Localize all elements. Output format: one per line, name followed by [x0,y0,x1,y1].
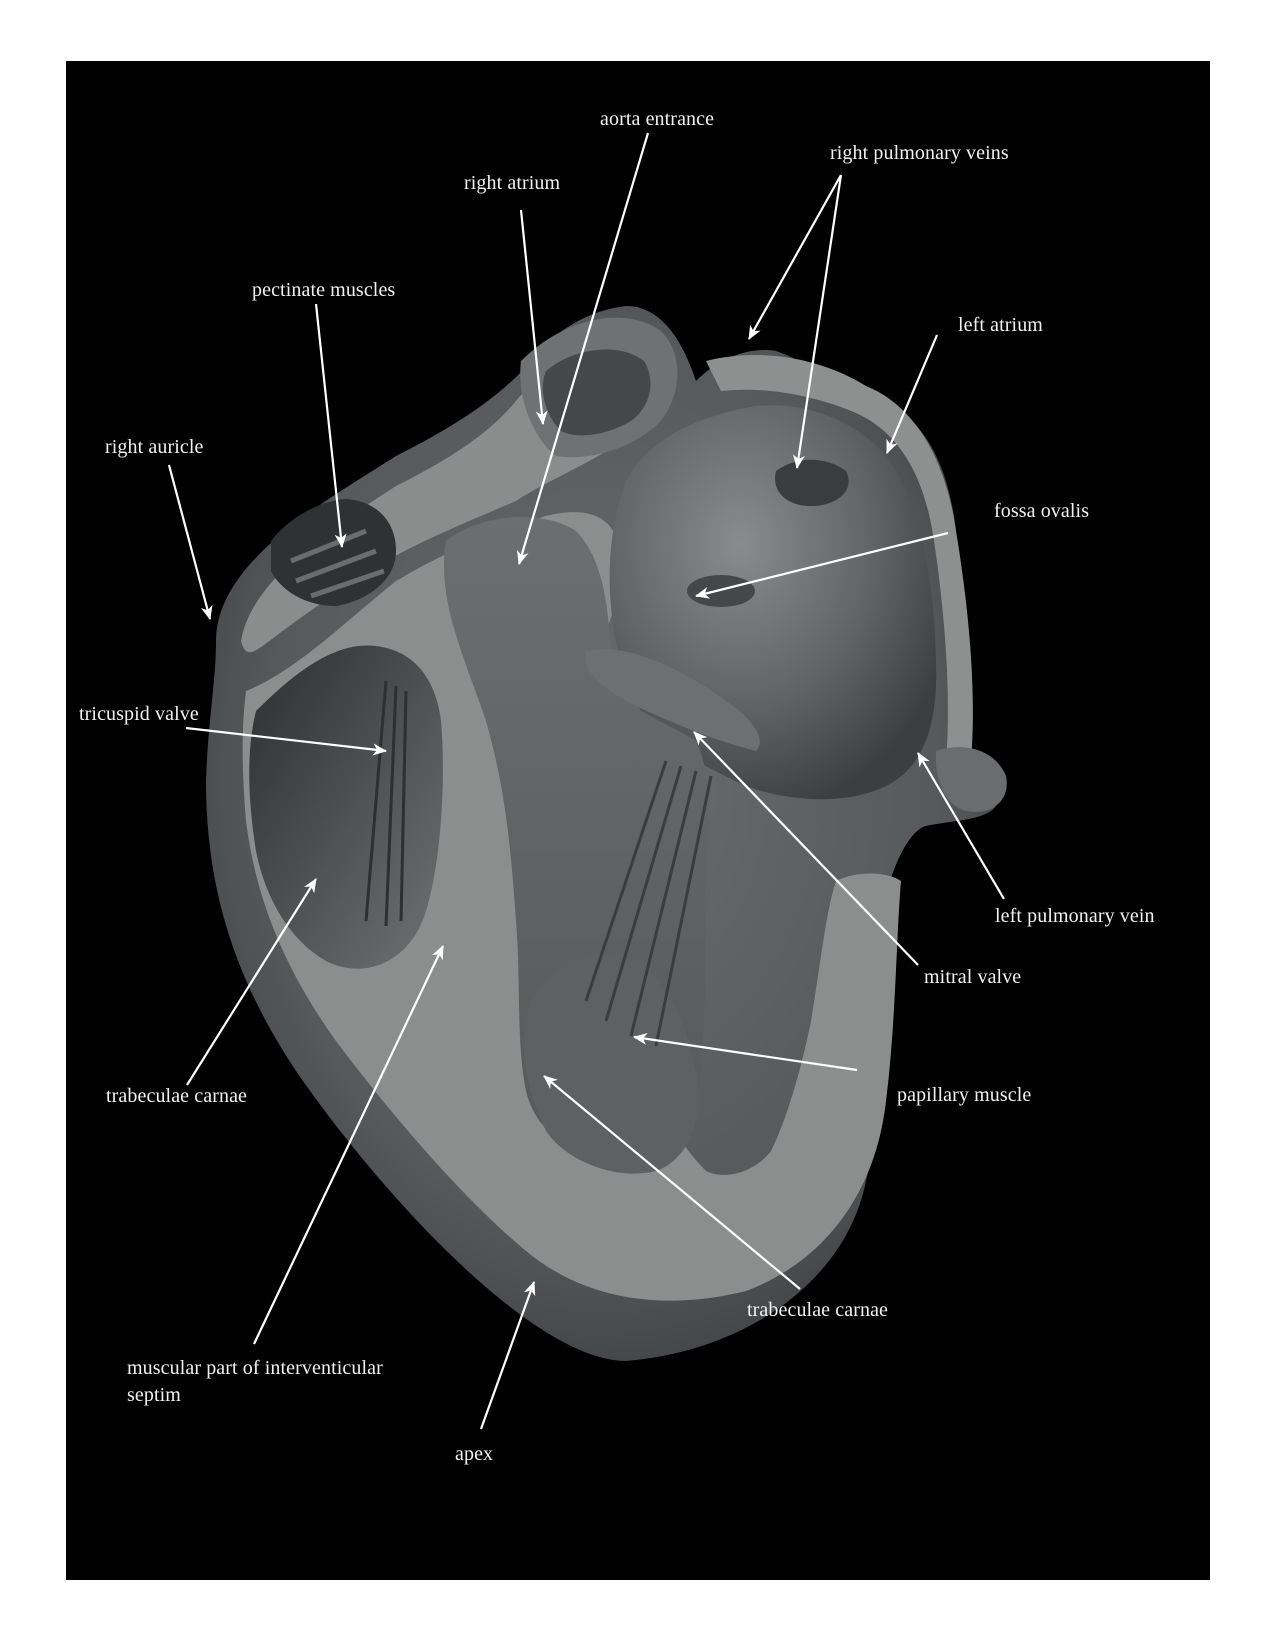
label-apex: apex [455,1443,494,1465]
label-right-atrium: right atrium [464,172,561,194]
chordae-tendineae [584,760,713,1047]
pointer-left-pulmonary-vein [917,752,1005,900]
label-trabeculae-carnae-bottom: trabeculae carnae [747,1299,889,1321]
label-muscular-septum: muscular part of interventicular septim [127,1357,383,1406]
tricuspid-chordae [364,680,408,927]
pectinate-ridges [290,528,385,599]
mitral-valve-shape [585,649,760,751]
label-mitral-valve: mitral valve [924,966,1022,988]
label-fossa-ovalis: fossa ovalis [994,500,1090,522]
diagram-panel: aorta entrance right pulmonary veins rig… [66,61,1210,1580]
pointer-left-atrium [885,334,939,454]
label-right-auricle: right auricle [105,436,204,458]
left-atrium-rim [706,355,973,761]
label-papillary-muscle: papillary muscle [897,1084,1032,1106]
pointer-trabeculae-carnae-bottom [543,1075,801,1290]
label-aorta-entrance: aorta entrance [600,108,715,130]
pointer-right-pulmonary-veins-b [792,174,843,469]
label-right-pulmonary-veins: right pulmonary veins [830,142,1009,164]
pointer-fossa-ovalis [695,531,949,599]
fossa-ovalis-shape [687,575,755,607]
label-tricuspid-valve: tricuspid valve [79,703,199,725]
trabeculae-left-ventricle [523,953,699,1174]
pointer-right-atrium [519,209,548,425]
left-pulmonary-vein-stub [935,747,1007,812]
pointer-apex [479,1281,536,1430]
pointer-right-pulmonary-veins-a [748,174,842,340]
pointer-papillary-muscle [633,1032,858,1072]
pointer-pectinate-muscles [314,303,347,548]
label-left-pulmonary-vein: left pulmonary vein [995,905,1155,927]
heart-illustration [167,132,1007,1430]
pointer-aorta-entrance [516,132,650,565]
label-pectinate-muscles: pectinate muscles [252,279,396,301]
pointer-lines [167,132,1005,1430]
pointer-muscular-septum [253,945,444,1345]
right-pulmonary-vein-opening [775,459,849,506]
label-trabeculae-carnae-left: trabeculae carnae [106,1085,248,1107]
pointer-tricuspid-valve [185,726,387,756]
pointer-right-auricle [167,464,213,620]
aortic-arch-inner [542,349,651,436]
pointer-mitral-valve [693,731,919,966]
pointer-trabeculae-carnae-left [186,878,317,1086]
label-left-atrium: left atrium [958,314,1043,336]
